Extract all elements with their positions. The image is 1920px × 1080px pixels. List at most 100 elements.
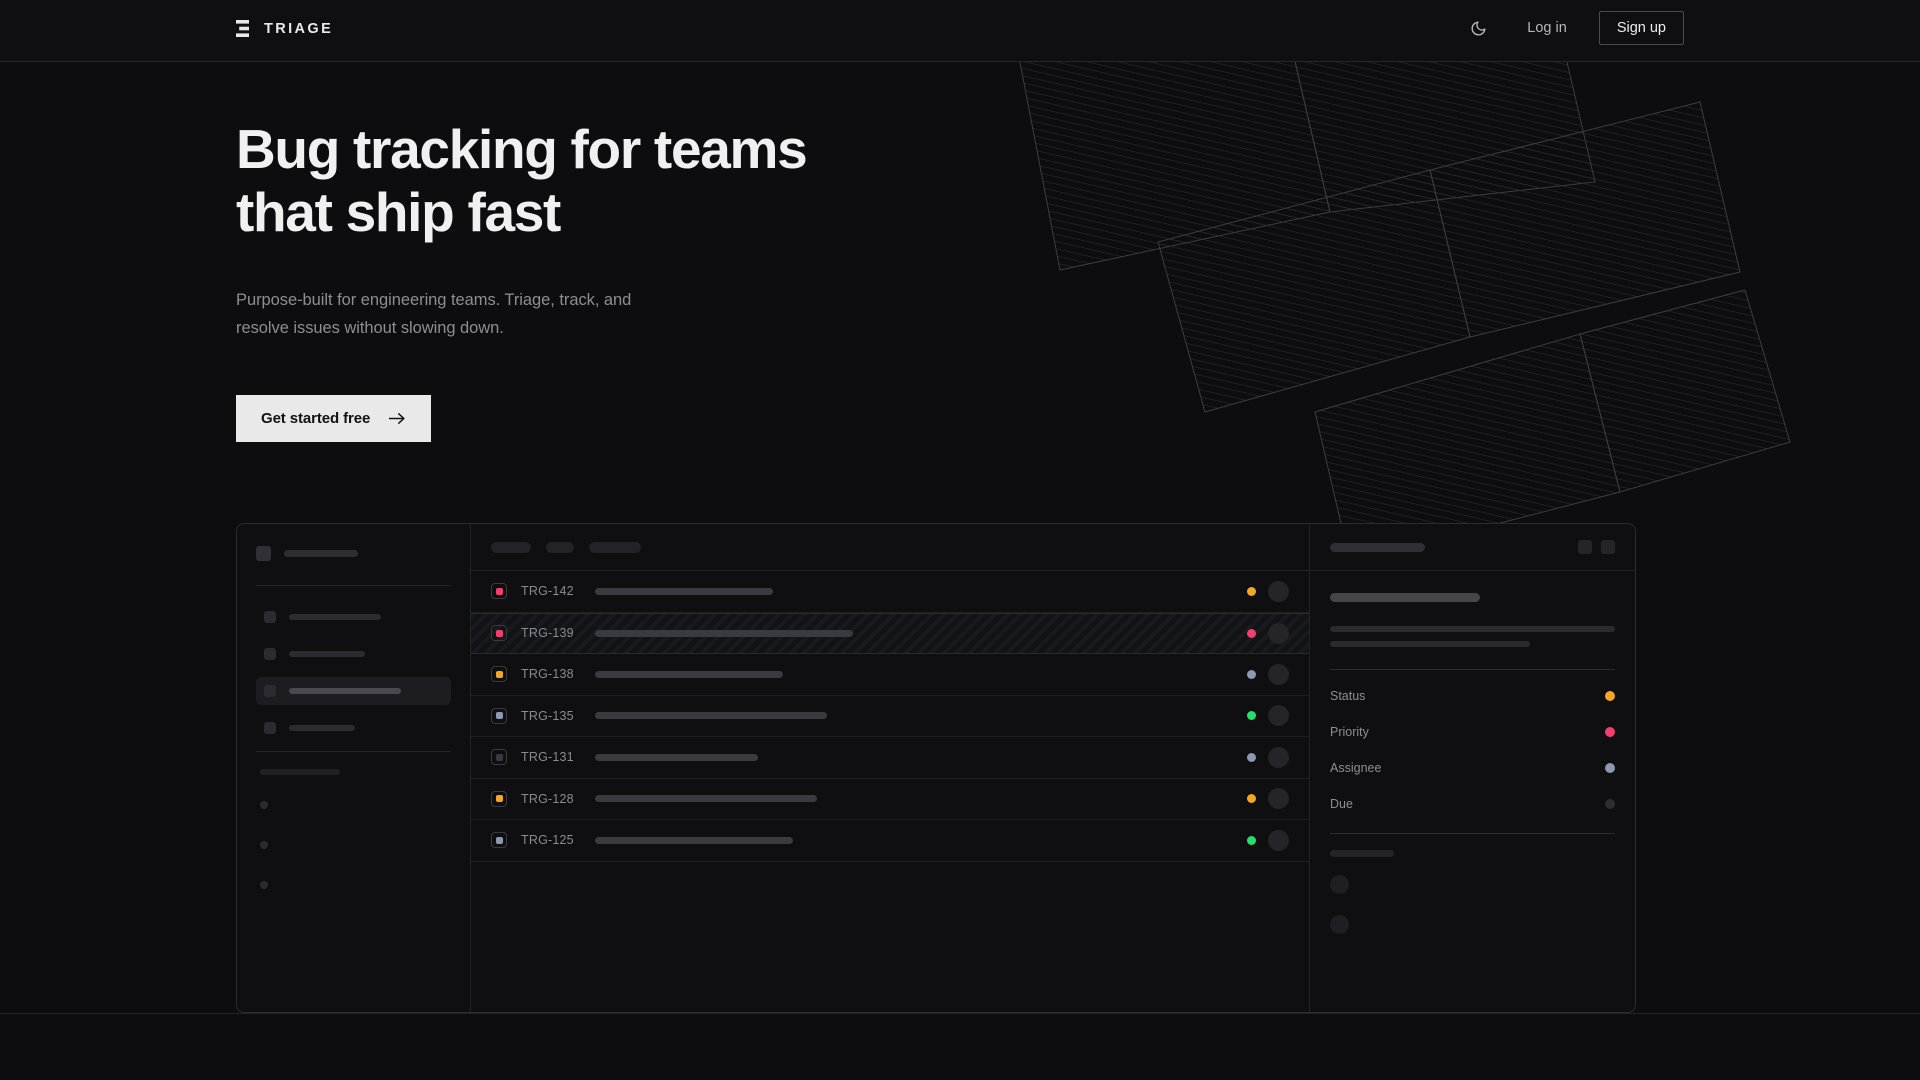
sidebar-item-label <box>289 614 381 620</box>
table-row[interactable]: TRG-138 <box>471 654 1309 696</box>
moon-icon[interactable] <box>1461 11 1495 45</box>
avatar <box>1268 746 1289 768</box>
row-meta <box>1247 580 1289 602</box>
field-value-dot <box>1605 691 1615 701</box>
status-badge <box>1247 835 1256 845</box>
priority-badge[interactable] <box>491 625 507 642</box>
status-badge <box>1247 669 1256 679</box>
detail-field-due[interactable]: Due <box>1330 797 1615 811</box>
detail-action-button-1[interactable] <box>1601 540 1615 554</box>
issue-id: TRG-142 <box>521 584 574 599</box>
avatar <box>1268 663 1289 685</box>
toolbar-control-0[interactable] <box>491 541 531 553</box>
page-bottom-divider <box>0 1013 1920 1014</box>
sidebar-item-0[interactable] <box>256 603 451 631</box>
table-row[interactable]: TRG-135 <box>471 696 1309 737</box>
priority-badge[interactable] <box>491 790 507 807</box>
sidebar-item-1[interactable] <box>256 640 451 668</box>
field-label: Due <box>1330 797 1353 811</box>
comment-avatar-1 <box>1330 915 1349 934</box>
sidebar-mini-item-1[interactable] <box>256 835 451 855</box>
sidebar-mini-item-2[interactable] <box>256 875 451 895</box>
row-meta <box>1247 705 1289 727</box>
priority-badge[interactable] <box>491 749 507 766</box>
detail-title-placeholder <box>1330 542 1425 552</box>
table-row[interactable]: TRG-125 <box>471 820 1309 862</box>
table-row[interactable]: TRG-142 <box>471 571 1309 613</box>
sidebar-section-label <box>260 769 340 775</box>
issue-id: TRG-131 <box>521 750 574 765</box>
issue-id: TRG-125 <box>521 833 574 848</box>
detail-divider-2 <box>1330 833 1615 834</box>
priority-badge[interactable] <box>491 666 507 683</box>
issue-title-placeholder <box>595 836 793 844</box>
sidebar-mini-item-0[interactable] <box>256 795 451 815</box>
detail-text-line <box>1330 626 1615 632</box>
workspace-avatar <box>256 546 271 561</box>
detail-actions <box>1578 540 1615 554</box>
toolbar-control-1[interactable] <box>546 541 574 553</box>
status-badge <box>1247 711 1256 721</box>
avatar <box>1268 829 1289 851</box>
comments-label-placeholder <box>1330 850 1394 857</box>
triage-bars-icon <box>236 20 249 37</box>
sidebar-item-3[interactable] <box>256 714 451 742</box>
detail-action-button-0[interactable] <box>1578 540 1592 554</box>
table-row[interactable]: TRG-139 <box>471 612 1309 654</box>
issue-title-placeholder <box>595 587 773 595</box>
priority-badge[interactable] <box>491 832 507 849</box>
detail-text-placeholders <box>1330 626 1615 647</box>
sidebar-item-label <box>289 725 355 731</box>
field-label: Assignee <box>1330 761 1382 775</box>
hero-section: Bug tracking for teams that ship fast Pu… <box>236 118 808 442</box>
get-started-button[interactable]: Get started free <box>236 394 432 442</box>
sidebar-item-icon <box>264 611 276 623</box>
sidebar-mini-dot <box>260 881 268 889</box>
brand-logo[interactable]: TRIAGE <box>236 20 333 37</box>
issue-id: TRG-139 <box>521 626 574 641</box>
issue-title-placeholder <box>595 670 783 678</box>
field-label: Priority <box>1330 725 1369 739</box>
issue-title-placeholder <box>595 629 853 637</box>
sidebar-nav <box>256 603 451 742</box>
table-row[interactable]: TRG-131 <box>471 737 1309 779</box>
brand-name: TRIAGE <box>264 20 334 37</box>
sidebar-divider-2 <box>256 751 451 752</box>
status-badge <box>1247 586 1256 596</box>
sidebar-mini-dot <box>260 841 268 849</box>
detail-field-assignee[interactable]: Assignee <box>1330 761 1615 775</box>
workspace-switcher[interactable] <box>256 546 451 561</box>
detail-field-priority[interactable]: Priority <box>1330 725 1615 739</box>
arrow-right-icon <box>389 412 405 424</box>
status-badge <box>1247 794 1256 804</box>
sidebar-item-icon <box>264 685 276 697</box>
toolbar-control-2[interactable] <box>589 541 641 553</box>
site-header: TRIAGE Log in Sign up <box>0 0 1920 62</box>
cta-label: Get started free <box>261 409 371 427</box>
comment-avatars <box>1330 875 1615 934</box>
page-title: Bug tracking for teams that ship fast <box>236 118 808 243</box>
avatar <box>1268 705 1289 727</box>
sidebar-item-icon <box>264 648 276 660</box>
sidebar-divider <box>256 585 451 586</box>
priority-badge[interactable] <box>491 707 507 724</box>
field-value-dot <box>1605 727 1615 737</box>
row-meta <box>1247 829 1289 851</box>
signup-button[interactable]: Sign up <box>1598 11 1684 45</box>
hero-subheadline: Purpose-built for engineering teams. Tri… <box>236 290 632 338</box>
sidebar-item-label <box>289 651 365 657</box>
priority-badge[interactable] <box>491 583 507 600</box>
sidebar-item-2[interactable] <box>256 677 451 705</box>
table-row[interactable]: TRG-128 <box>471 779 1309 820</box>
sidebar-item-icon <box>264 722 276 734</box>
row-meta <box>1247 622 1289 644</box>
mockup-sidebar <box>237 524 471 1012</box>
avatar <box>1268 788 1289 810</box>
issue-id: TRG-128 <box>521 791 574 806</box>
comment-avatar-0 <box>1330 875 1349 894</box>
detail-field-status[interactable]: Status <box>1330 689 1615 703</box>
login-link[interactable]: Log in <box>1527 20 1567 36</box>
row-meta <box>1247 746 1289 768</box>
